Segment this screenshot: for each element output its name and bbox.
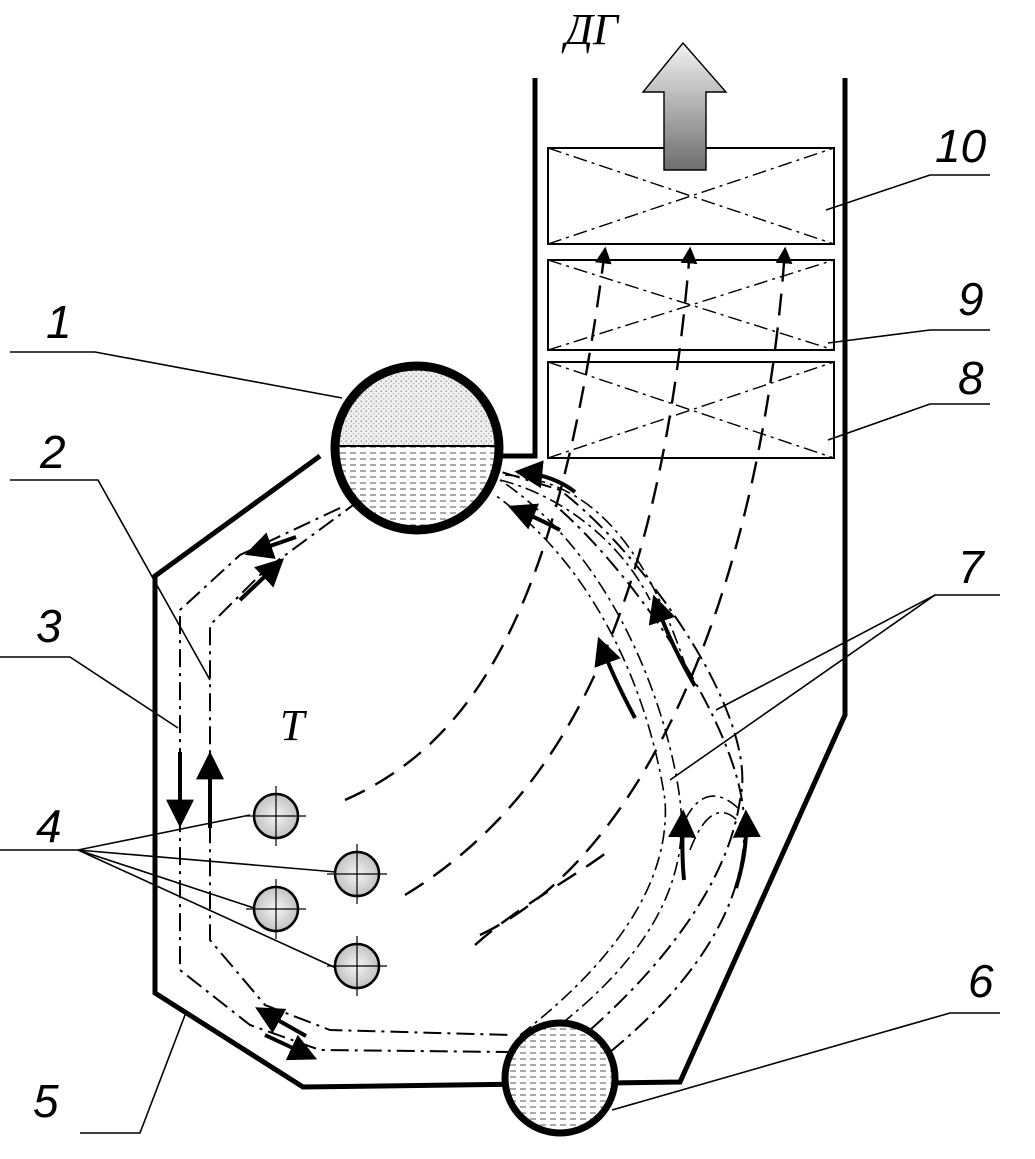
burner-icon xyxy=(327,936,387,996)
flue-duct-left-wall xyxy=(500,78,538,459)
label-5: 5 xyxy=(33,1075,59,1127)
label-furnace: Т xyxy=(280,701,308,750)
label-4: 4 xyxy=(36,800,62,852)
upper-drum xyxy=(330,361,504,535)
heating-surface-9 xyxy=(547,259,835,351)
burner-icon xyxy=(246,879,306,939)
heating-surface-8 xyxy=(547,361,835,459)
flue-gas-arrow xyxy=(641,41,728,171)
leader-lines xyxy=(0,174,1000,1134)
label-1: 1 xyxy=(46,296,72,348)
label-flue-gas: ДГ xyxy=(561,5,620,54)
gas-flow-lines xyxy=(344,246,793,946)
label-9: 9 xyxy=(958,273,984,325)
burner-icon xyxy=(246,786,306,846)
circulation-loops xyxy=(179,469,746,1053)
furnace-wall xyxy=(152,78,848,1090)
lower-drum xyxy=(501,1019,619,1137)
label-10: 10 xyxy=(935,120,987,172)
label-6: 6 xyxy=(968,955,994,1007)
label-7: 7 xyxy=(958,541,985,593)
burner-icon xyxy=(327,844,387,904)
flow-arrows xyxy=(166,460,761,1061)
burners xyxy=(246,786,387,996)
label-3: 3 xyxy=(36,600,62,652)
label-2: 2 xyxy=(39,426,66,478)
label-8: 8 xyxy=(958,352,984,404)
